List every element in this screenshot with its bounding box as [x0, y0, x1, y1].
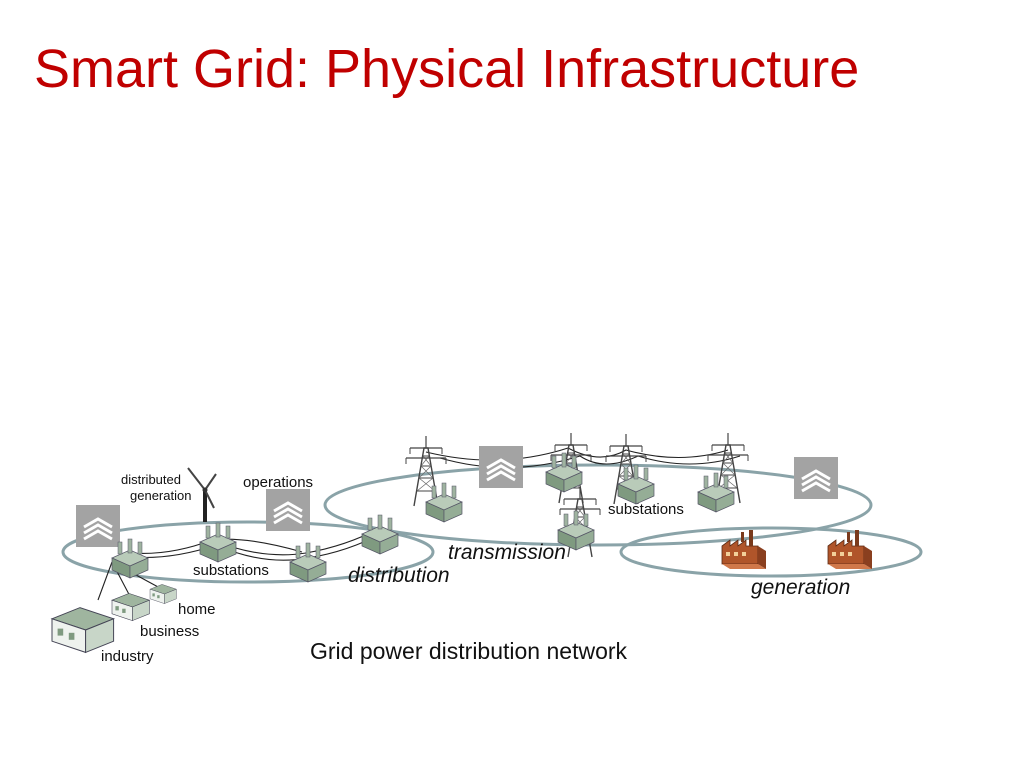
power-plant-icon — [827, 529, 873, 570]
transmission-ring — [323, 463, 873, 547]
generation-label: generation — [751, 576, 850, 599]
substation-icon — [289, 542, 327, 583]
building-icon — [51, 606, 115, 654]
substation-icon — [425, 482, 463, 523]
operations-label: operations — [243, 474, 313, 491]
operations-center-icon — [264, 487, 312, 533]
distribution-label: distribution — [348, 564, 450, 587]
substation-icon — [697, 472, 735, 513]
operations-center-icon — [74, 503, 122, 549]
diagram-caption: Grid power distribution network — [310, 638, 628, 664]
substations-right-label: substations — [608, 501, 684, 518]
substation-icon — [361, 514, 399, 555]
page-title: Smart Grid: Physical Infrastructure — [34, 39, 860, 99]
business-label: business — [140, 623, 199, 640]
distribution-ring — [61, 520, 435, 584]
distributed-generation-label-line2: generation — [130, 488, 191, 503]
generation-ring — [619, 526, 923, 578]
wind-turbine-icon — [187, 467, 217, 522]
operations-center-icon — [792, 455, 840, 501]
transmission-label: transmission — [448, 541, 566, 564]
substation-icon — [617, 464, 655, 505]
industry-label: industry — [101, 648, 154, 665]
substations-left-label: substations — [193, 562, 269, 579]
substation-icon — [199, 522, 237, 563]
building-icon — [149, 584, 177, 604]
home-label: home — [178, 601, 216, 618]
operations-center-icon — [477, 444, 525, 490]
building-icon — [111, 592, 150, 622]
distributed-generation-label-line1: distributed — [121, 472, 181, 487]
